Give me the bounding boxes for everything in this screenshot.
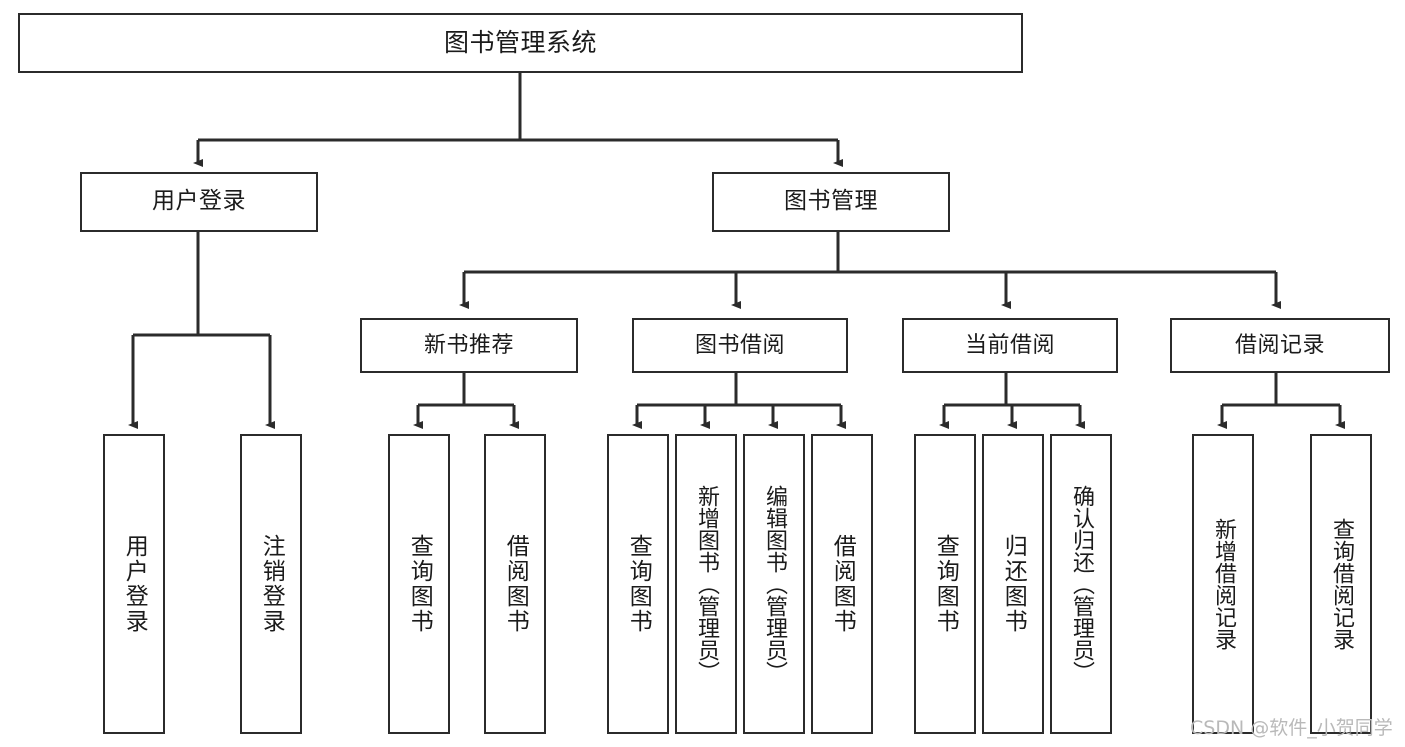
node-label: 新增借阅记录 bbox=[1211, 518, 1236, 650]
node-leaf-current-borrow-return[interactable]: 归还图书 bbox=[982, 434, 1044, 734]
node-label: 图书管理系统 bbox=[443, 28, 597, 58]
node-label: 查询图书 bbox=[625, 534, 652, 634]
node-book-management[interactable]: 图书管理 bbox=[712, 172, 950, 232]
node-label: 查询图书 bbox=[406, 534, 433, 634]
node-label: 归还图书 bbox=[1000, 534, 1027, 634]
node-book-borrow[interactable]: 图书借阅 bbox=[632, 318, 848, 373]
node-leaf-book-borrow-add[interactable]: 新增图书（管理员） bbox=[675, 434, 737, 734]
node-label: 当前借阅 bbox=[964, 332, 1055, 358]
node-label: 借阅图书 bbox=[829, 534, 856, 634]
node-leaf-new-book-query[interactable]: 查询图书 bbox=[388, 434, 450, 734]
node-current-borrow[interactable]: 当前借阅 bbox=[902, 318, 1118, 373]
node-label: 编辑图书（管理员） bbox=[762, 485, 787, 683]
node-leaf-user-login-logout[interactable]: 注销登录 bbox=[240, 434, 302, 734]
node-label: 图书借阅 bbox=[694, 332, 785, 358]
node-user-login[interactable]: 用户登录 bbox=[80, 172, 318, 232]
node-leaf-borrow-record-query[interactable]: 查询借阅记录 bbox=[1310, 434, 1372, 734]
node-root-book-management-system[interactable]: 图书管理系统 bbox=[18, 13, 1023, 73]
node-label: 借阅图书 bbox=[502, 534, 529, 634]
node-label: 新增图书（管理员） bbox=[694, 485, 719, 683]
node-label: 用户登录 bbox=[152, 188, 246, 215]
node-label: 新书推荐 bbox=[423, 332, 514, 358]
node-leaf-book-borrow-borrow[interactable]: 借阅图书 bbox=[811, 434, 873, 734]
node-label: 借阅记录 bbox=[1234, 332, 1325, 358]
node-label: 确认归还（管理员） bbox=[1069, 485, 1094, 683]
node-label: 图书管理 bbox=[784, 188, 878, 215]
node-label: 注销登录 bbox=[258, 534, 285, 634]
node-label: 查询图书 bbox=[932, 534, 959, 634]
node-leaf-current-borrow-query[interactable]: 查询图书 bbox=[914, 434, 976, 734]
node-leaf-current-borrow-confirm-return[interactable]: 确认归还（管理员） bbox=[1050, 434, 1112, 734]
node-leaf-user-login-login[interactable]: 用户登录 bbox=[103, 434, 165, 734]
node-label: 用户登录 bbox=[121, 534, 148, 634]
node-leaf-borrow-record-add[interactable]: 新增借阅记录 bbox=[1192, 434, 1254, 734]
node-label: 查询借阅记录 bbox=[1329, 518, 1354, 650]
node-new-book-recommend[interactable]: 新书推荐 bbox=[360, 318, 578, 373]
node-leaf-new-book-borrow[interactable]: 借阅图书 bbox=[484, 434, 546, 734]
watermark-text: CSDN @软件_小贺同学 bbox=[1190, 717, 1393, 739]
node-borrow-record[interactable]: 借阅记录 bbox=[1170, 318, 1390, 373]
node-leaf-book-borrow-query[interactable]: 查询图书 bbox=[607, 434, 669, 734]
node-leaf-book-borrow-edit[interactable]: 编辑图书（管理员） bbox=[743, 434, 805, 734]
